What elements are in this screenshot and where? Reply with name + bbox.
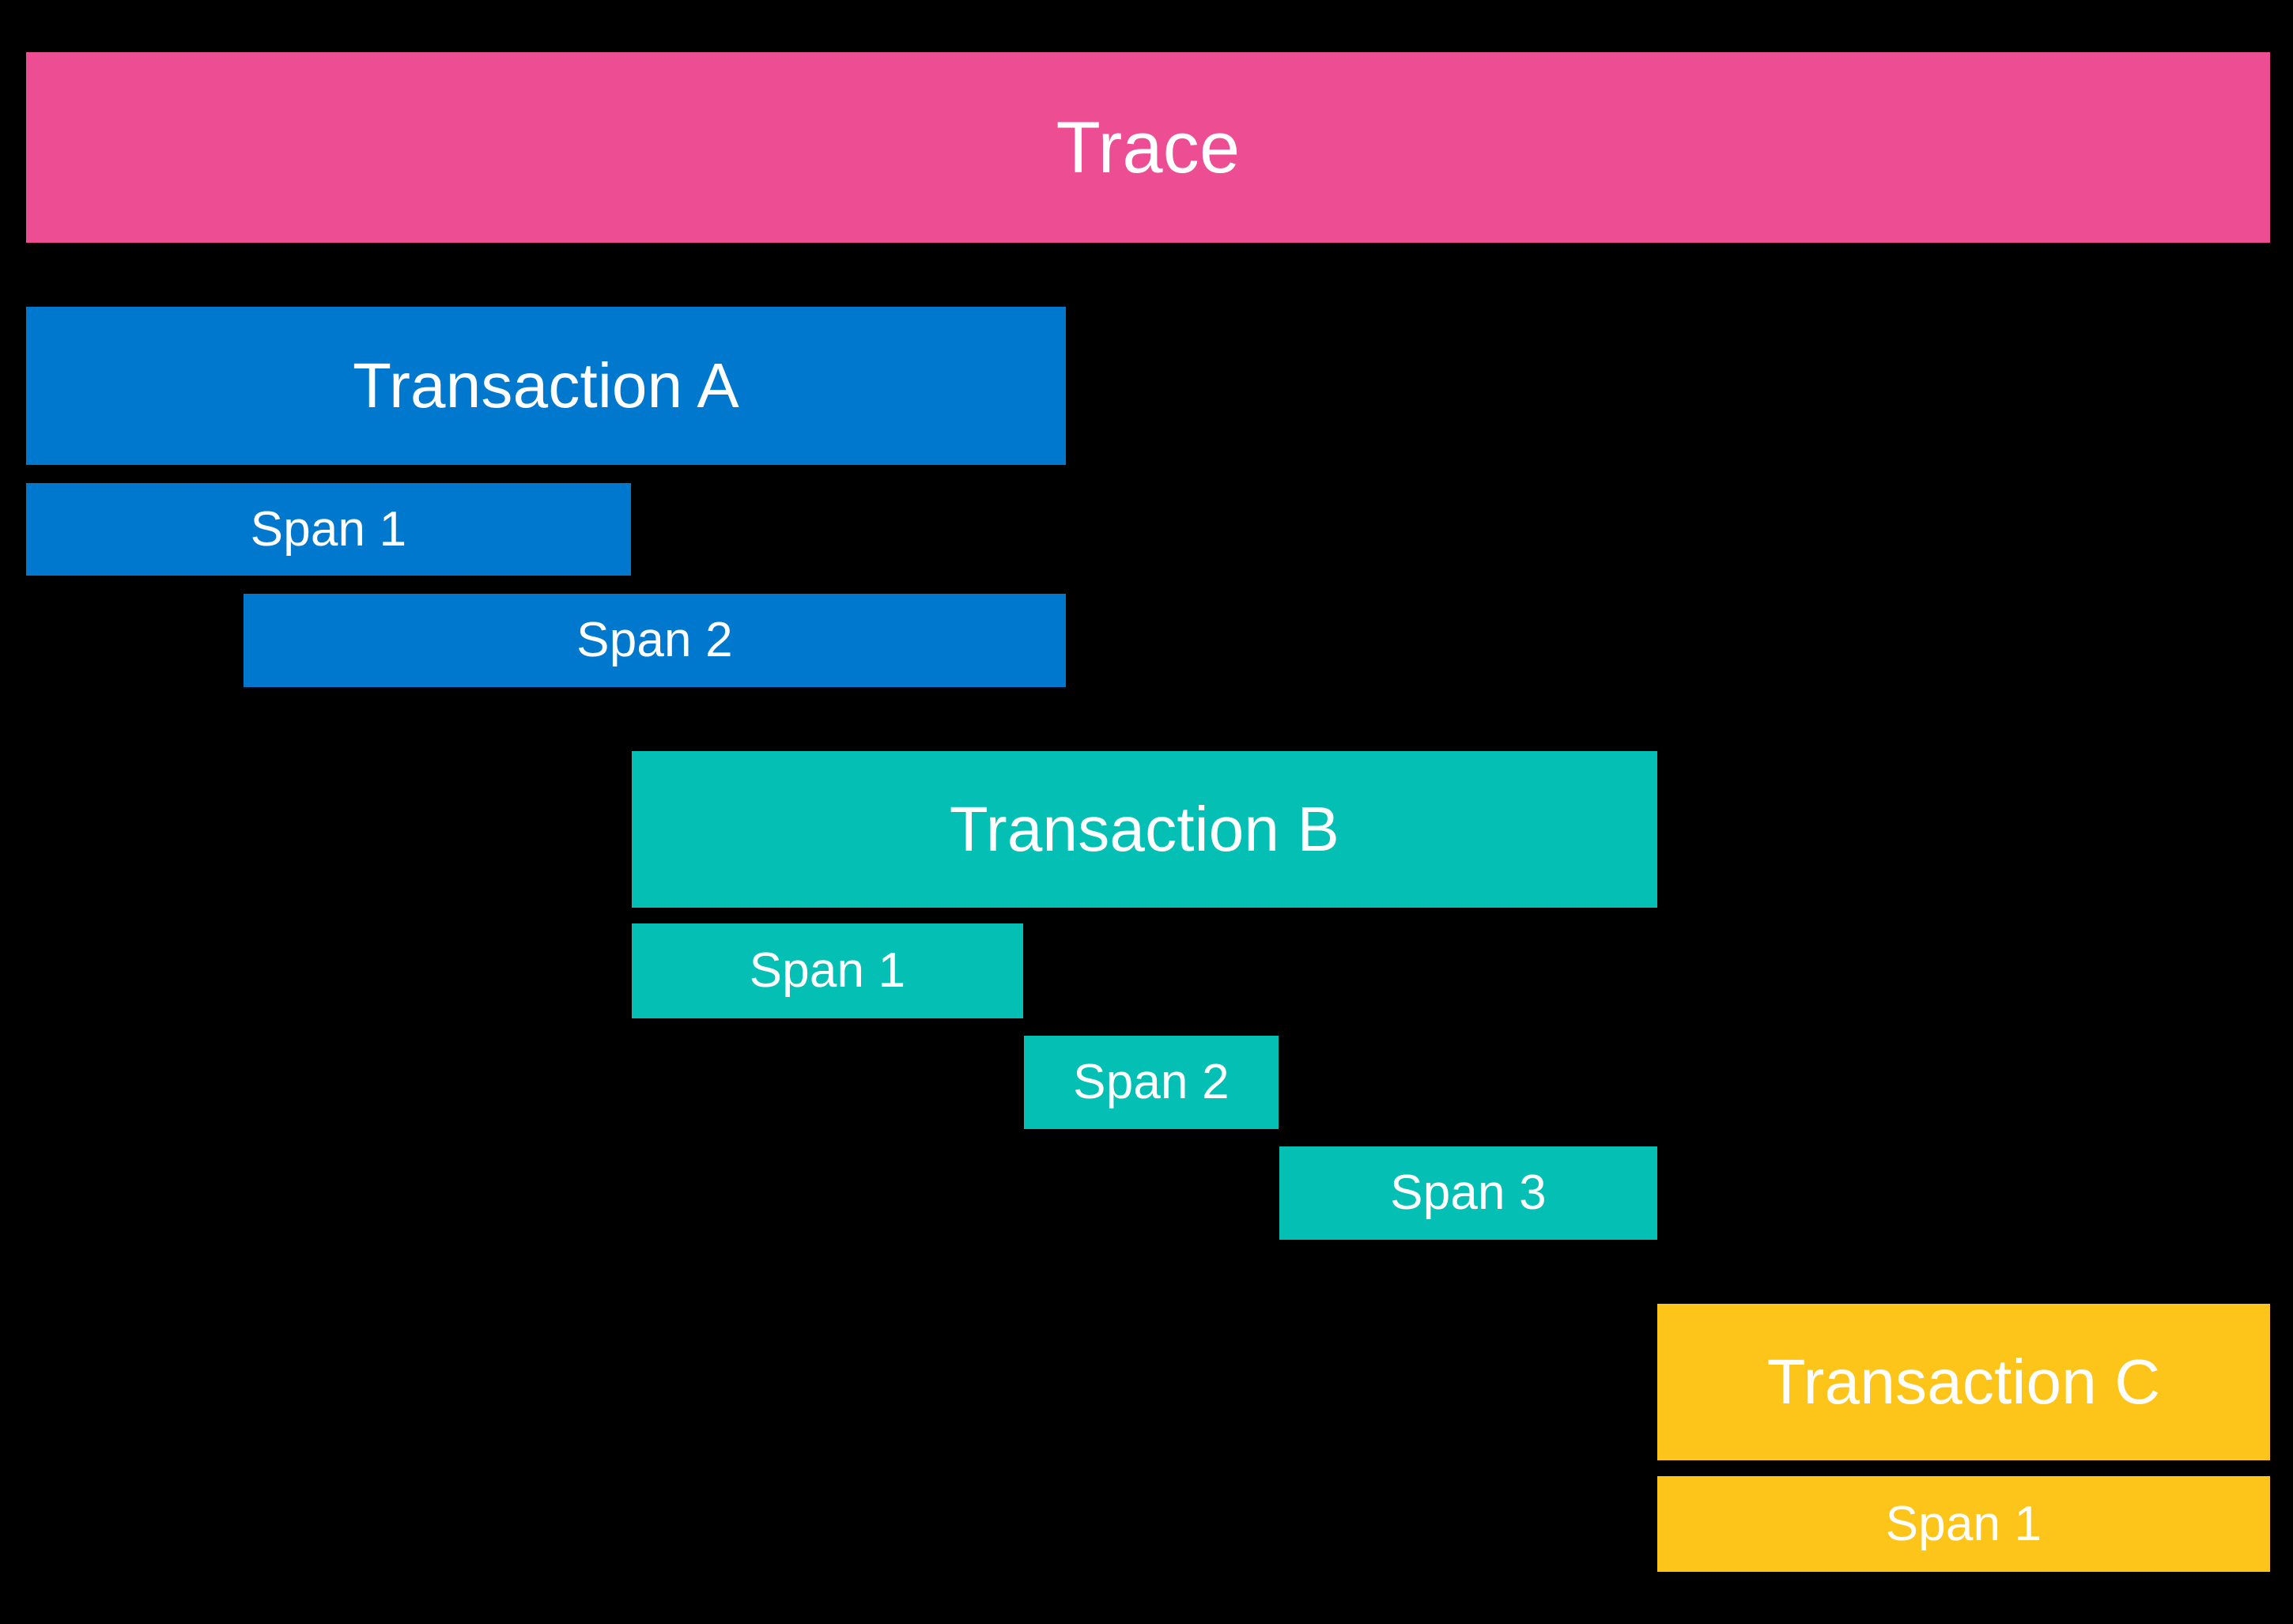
span-bar-transaction-a-span-2[interactable]: Span 2 [244, 594, 1066, 687]
transaction-a-label: Transaction A [353, 350, 739, 421]
span-bar-transaction-c-span-1[interactable]: Span 1 [1657, 1476, 2270, 1572]
span-bar-transaction-b-span-1[interactable]: Span 1 [632, 923, 1023, 1018]
transaction-a-span-2-label: Span 2 [576, 613, 733, 667]
transaction-b-span-1-label: Span 1 [749, 943, 906, 998]
span-bar-transaction-b-span-3[interactable]: Span 3 [1279, 1146, 1657, 1240]
transaction-bar-transaction-a[interactable]: Transaction A [26, 307, 1066, 465]
transaction-bar-transaction-b[interactable]: Transaction B [632, 751, 1657, 908]
transaction-b-span-3-label: Span 3 [1390, 1165, 1547, 1220]
trace-label: Trace [1056, 107, 1241, 188]
transaction-a-span-1-label: Span 1 [250, 501, 407, 557]
transaction-bar-transaction-c[interactable]: Transaction C [1657, 1304, 2270, 1460]
transaction-b-span-2-label: Span 2 [1073, 1055, 1230, 1109]
transaction-b-label: Transaction B [949, 794, 1340, 864]
trace-bar-trace[interactable]: Trace [26, 52, 2270, 243]
span-bar-transaction-b-span-2[interactable]: Span 2 [1024, 1036, 1279, 1129]
transaction-c-label: Transaction C [1766, 1346, 2161, 1417]
transaction-c-span-1-label: Span 1 [1885, 1496, 2042, 1551]
span-bar-transaction-a-span-1[interactable]: Span 1 [26, 483, 631, 576]
